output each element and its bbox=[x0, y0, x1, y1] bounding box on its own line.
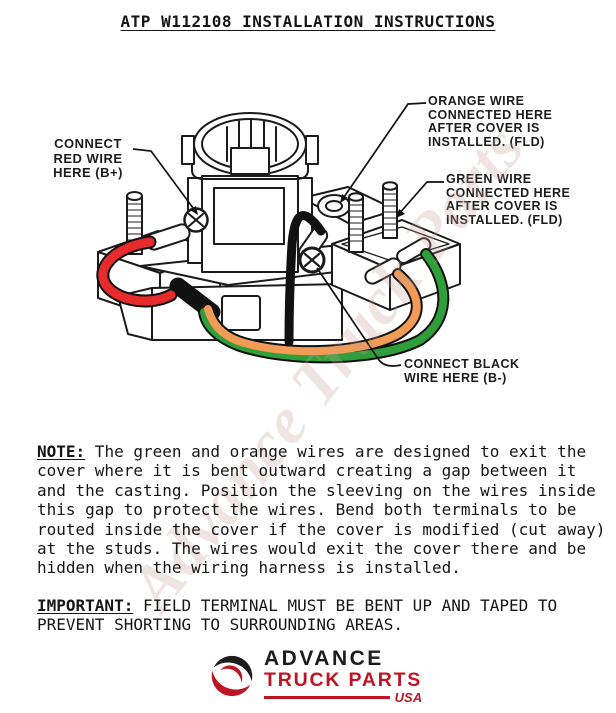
note-label: NOTE: bbox=[37, 442, 86, 461]
orange-terminal-lug bbox=[364, 257, 402, 285]
red-wire bbox=[98, 237, 176, 306]
logo-rule bbox=[264, 696, 390, 699]
label-orange-wire: ORANGE WIRE CONNECTED HERE AFTER COVER I… bbox=[428, 94, 553, 149]
important-text: FIELD TERMINAL MUST BE BENT UP AND TAPED… bbox=[37, 596, 558, 635]
logo-advance: ADVANCE bbox=[264, 647, 384, 670]
stud-field-left bbox=[348, 192, 364, 253]
label-connect-red-wire: CONNECT RED WIRE HERE (B+) bbox=[53, 136, 123, 180]
logo-swoosh-icon bbox=[211, 655, 253, 697]
logo-usa-row: USA bbox=[264, 691, 422, 704]
orange-wire bbox=[204, 270, 421, 356]
green-wire bbox=[200, 250, 448, 362]
note-paragraph: NOTE: The green and orange wires are des… bbox=[37, 442, 616, 578]
logo-usa: USA bbox=[394, 690, 423, 705]
label-green-wire: GREEN WIRE CONNECTED HERE AFTER COVER IS… bbox=[446, 172, 571, 227]
page-title: ATP W112108 INSTALLATION INSTRUCTIONS bbox=[120, 12, 496, 31]
important-label: IMPORTANT: bbox=[37, 596, 134, 615]
important-paragraph: IMPORTANT: FIELD TERMINAL MUST BE BENT U… bbox=[37, 596, 616, 635]
black-wire bbox=[284, 211, 326, 347]
installation-diagram: CONNECT RED WIRE HERE (B+) ORANGE WIRE C… bbox=[53, 94, 571, 385]
solenoid-tower bbox=[181, 112, 319, 273]
red-terminal-lug bbox=[145, 207, 209, 251]
device-drawing bbox=[96, 102, 461, 367]
note-text: The green and orange wires are designed … bbox=[37, 442, 606, 578]
advance-truck-parts-logo: ADVANCE TRUCK PARTS USA bbox=[208, 648, 422, 704]
logo-truck-parts: TRUCK PARTS bbox=[264, 669, 423, 691]
label-connect-black-wire: CONNECT BLACK WIRE HERE (B-) bbox=[404, 357, 520, 385]
leader-lines bbox=[132, 102, 444, 367]
right-base-block bbox=[331, 219, 461, 311]
black-terminal-lug bbox=[297, 226, 329, 274]
stud-field-right bbox=[382, 181, 398, 239]
logo-text: ADVANCE TRUCK PARTS USA bbox=[264, 648, 422, 704]
